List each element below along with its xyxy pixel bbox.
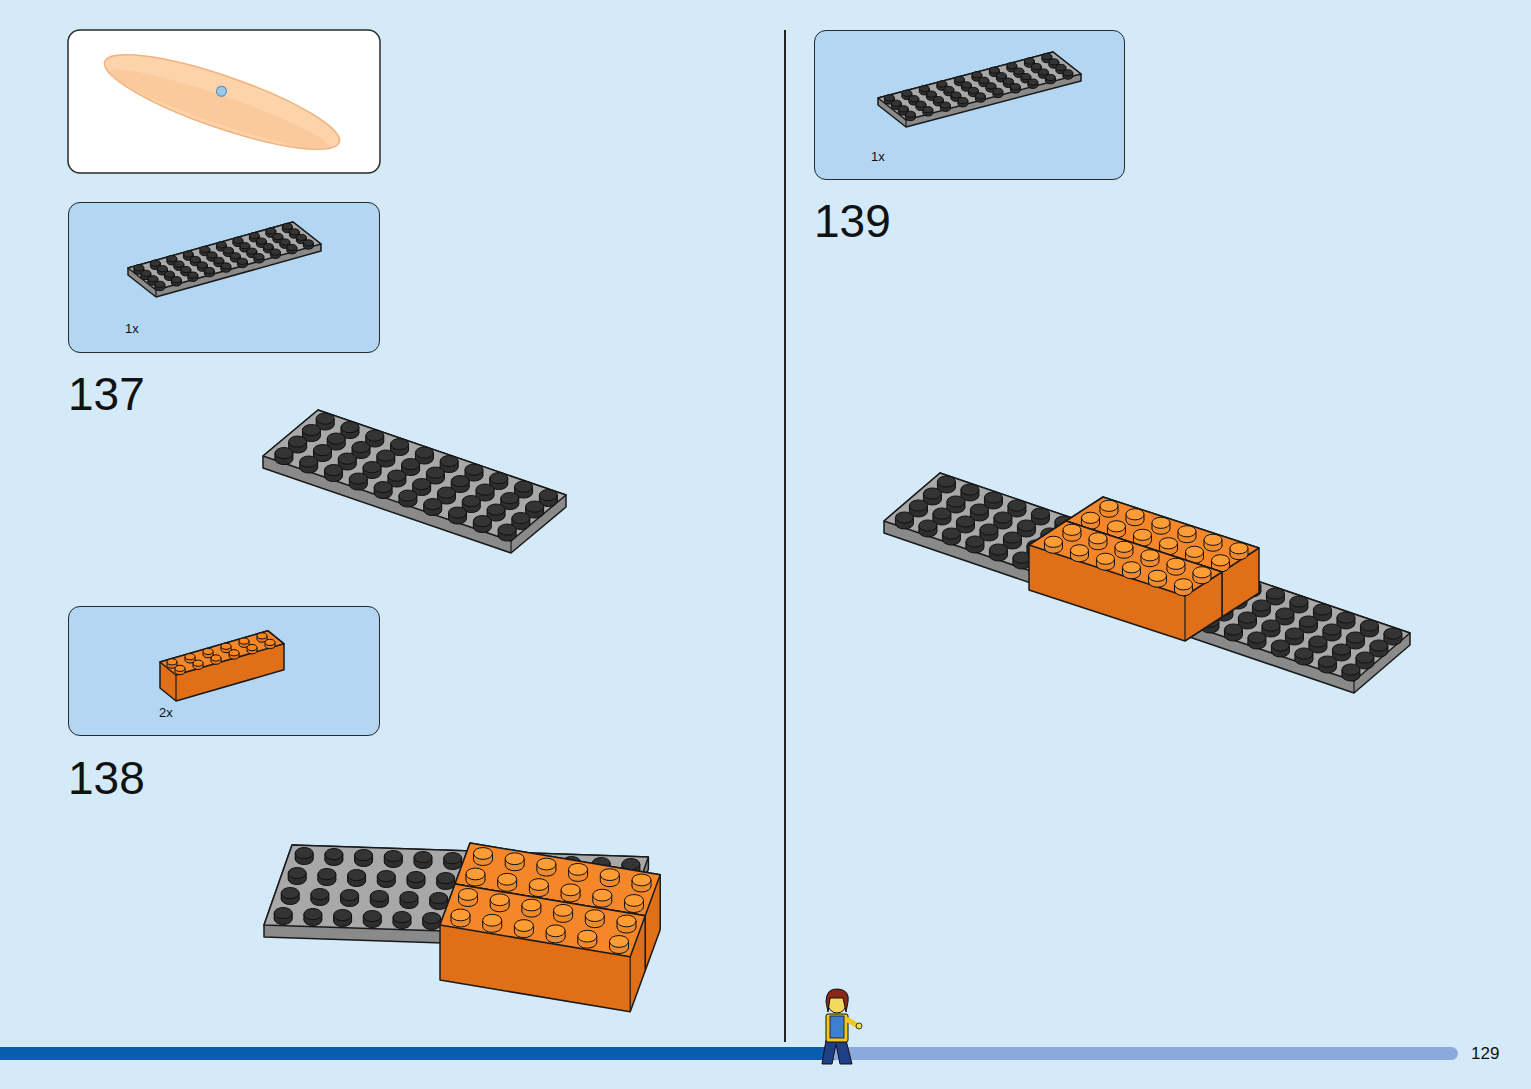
- preview-model: [96, 37, 347, 167]
- brick-illustrations: [128, 52, 1410, 1012]
- progress-rest: [830, 1047, 1458, 1060]
- minifigure: [822, 989, 862, 1064]
- parts-callout: 1x: [814, 30, 1125, 180]
- part-quantity: 1x: [871, 150, 885, 164]
- progress-done: [0, 1047, 840, 1060]
- callout-fill: [68, 202, 380, 353]
- step-number: 138: [68, 755, 145, 801]
- preview-panel: [68, 30, 380, 173]
- step-number: 137: [68, 371, 145, 417]
- page-number: 129: [1471, 1045, 1499, 1062]
- parts-callout: 2x: [68, 606, 380, 736]
- step-number: 139: [814, 198, 891, 244]
- part-quantity: 2x: [159, 706, 173, 720]
- part-quantity: 1x: [125, 322, 139, 336]
- parts-callout: 1x: [68, 202, 380, 353]
- callout-fill: [814, 30, 1125, 180]
- column-divider: [784, 30, 786, 1042]
- callout-fill: [68, 606, 380, 736]
